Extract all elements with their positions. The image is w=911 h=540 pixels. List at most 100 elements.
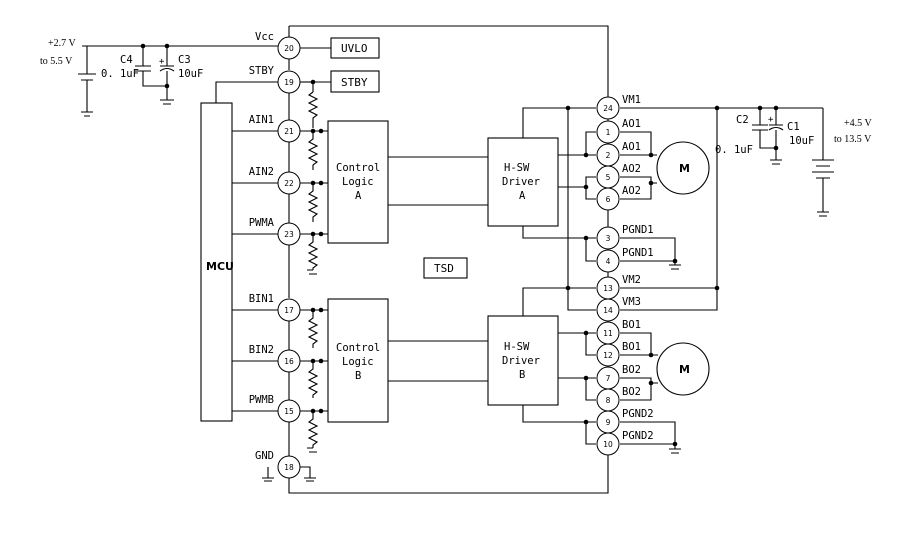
capacitor-c2-c1: + C2 0. 1uF C1 10uF — [715, 105, 814, 165]
pin-circle — [596, 187, 620, 211]
svg-text:+: + — [159, 57, 165, 67]
pin-label: BO1 — [622, 319, 641, 331]
uvlo-label: UVLO — [341, 42, 368, 55]
c2-name: C2 — [736, 114, 749, 126]
capacitor-c4-c3: + C4 0. 1uF C3 10uF — [101, 43, 203, 105]
ctrl-b-line1: Control — [336, 342, 380, 354]
pin-number: 20 — [284, 44, 294, 53]
pin-label: PWMB — [249, 394, 274, 406]
pin-label: Vcc — [255, 31, 274, 43]
ctrl-b-line3: B — [355, 370, 361, 382]
vcc-range-line2: to 5.5 V — [40, 56, 73, 67]
pin-label: AO1 — [622, 141, 641, 153]
c2-value: 0. 1uF — [715, 144, 753, 156]
pin-number: 21 — [284, 127, 294, 136]
pin-label: PGND1 — [622, 247, 654, 259]
drv-a-line2: Driver — [502, 176, 540, 188]
pin-number: 1 — [606, 128, 611, 137]
motor-b — [656, 342, 710, 396]
left-pin-pwmb: 15 PWMB — [249, 394, 301, 423]
pin-circle — [596, 120, 620, 144]
pin-number: 15 — [284, 407, 294, 416]
pin-circle — [596, 343, 620, 367]
pin-label: STBY — [249, 65, 275, 77]
pin-circle — [596, 298, 620, 322]
right-pin-vm3-14: 14 VM3 — [596, 296, 641, 322]
pin-number: 2 — [606, 151, 611, 160]
left-pin-group: 20Vcc19STBY21AIN122AIN223PWMA17BIN116BIN… — [249, 31, 301, 479]
control-logic-b — [327, 298, 389, 423]
pin-number: 13 — [603, 284, 613, 293]
pin-label: AIN1 — [249, 114, 274, 126]
right-pin-bo1-12: 12 BO1 — [596, 341, 641, 367]
pin-label: AO2 — [622, 185, 641, 197]
vcc-supply: +2.7 V to 5.5 V — [40, 38, 278, 117]
driver-a-wiring — [522, 107, 596, 262]
right-pin-ao2-6: 6 AO2 — [596, 185, 641, 211]
pin-number: 5 — [606, 173, 611, 182]
pin-circle — [277, 349, 301, 373]
pin-number: 8 — [606, 396, 611, 405]
ctrl-a-line1: Control — [336, 162, 380, 174]
svg-text:+: + — [768, 115, 774, 125]
right-pin-ao1-1: 1 AO1 — [596, 118, 641, 144]
drv-a-line1: H-SW — [504, 162, 530, 174]
right-pin-group: 24VM11AO12AO15AO26AO23PGND14PGND113VM214… — [596, 94, 654, 456]
drv-a-line3: A — [519, 190, 526, 202]
pin-label: AO1 — [622, 118, 641, 130]
uvlo-block — [330, 37, 380, 59]
hsw-driver-a — [487, 137, 559, 227]
pin-number: 18 — [284, 463, 294, 472]
pin-number: 4 — [606, 257, 611, 266]
drv-b-line3: B — [519, 369, 525, 381]
pin-label: PWMA — [249, 217, 275, 229]
chip-outline — [288, 25, 609, 494]
pin-number: 14 — [603, 306, 613, 315]
pin-label: BO1 — [622, 341, 641, 353]
left-pin-ain1: 21 AIN1 — [249, 114, 301, 143]
motor-b-label: M — [679, 363, 690, 376]
pin-circle — [596, 249, 620, 273]
pin-label: BIN1 — [249, 293, 274, 305]
vm-range-line1: +4.5 V — [844, 118, 872, 129]
drv-b-line2: Driver — [502, 355, 540, 367]
pin-number: 12 — [603, 351, 613, 360]
c3-value: 10uF — [178, 68, 203, 80]
pin-number: 16 — [284, 357, 294, 366]
pin-number: 22 — [284, 179, 294, 188]
mcu-signal-lines — [232, 130, 278, 412]
pin-label: AIN2 — [249, 166, 274, 178]
ctrl-a-line3: A — [355, 190, 362, 202]
vcc-range-line1: +2.7 V — [48, 38, 76, 49]
pin-circle — [277, 171, 301, 195]
ctrl-b-line2: Logic — [342, 356, 374, 368]
left-pin-ain2: 22 AIN2 — [249, 166, 301, 195]
pin-label: PGND2 — [622, 408, 654, 420]
pin-label: BO2 — [622, 364, 641, 376]
pin-label: VM1 — [622, 94, 641, 106]
pin-number: 6 — [606, 195, 611, 204]
right-pin-pgnd1-4: 4 PGND1 — [596, 247, 654, 273]
pin-label: BIN2 — [249, 344, 274, 356]
c4-value: 0. 1uF — [101, 68, 139, 80]
left-pin-bin2: 16 BIN2 — [249, 344, 301, 373]
stby-label: STBY — [341, 76, 368, 89]
pin-label: VM3 — [622, 296, 641, 308]
pin-number: 23 — [284, 230, 294, 239]
c4-name: C4 — [120, 54, 133, 66]
pin-label: GND — [255, 450, 274, 462]
motor-a-label: M — [679, 162, 690, 175]
mcu-label: MCU — [206, 260, 234, 273]
pin-label: BO2 — [622, 386, 641, 398]
stby-block — [330, 70, 380, 93]
right-pin-ao1-2: 2 AO1 — [596, 141, 641, 167]
pin-circle — [277, 119, 301, 143]
vm-battery: +4.5 V to 13.5 V — [812, 108, 872, 217]
